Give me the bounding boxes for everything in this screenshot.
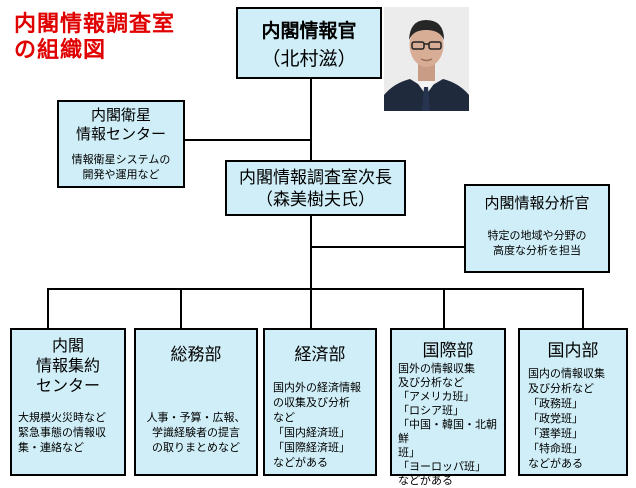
department-desc-line: 班」 bbox=[398, 446, 420, 459]
department-desc-line: 「選挙班」 bbox=[528, 427, 583, 440]
connector-horizontal-bus bbox=[47, 288, 584, 290]
connector-satellite-branch bbox=[185, 139, 311, 141]
department-desc-line: 「政務班」 bbox=[528, 397, 583, 410]
deputy-title: 内閣情報調査室次長 bbox=[239, 168, 392, 188]
connector-drop-4 bbox=[443, 288, 445, 328]
analyst-desc-line-2: 高度な分析を担当 bbox=[493, 244, 581, 257]
department-desc-line: などがある bbox=[273, 456, 328, 469]
department-box-cabinet-intelligence-center: 内閣 情報集約 センター 大規模火災時など 緊急事態の情報収 集・連絡など bbox=[10, 328, 126, 476]
department-desc-line: 及び分析など bbox=[398, 376, 464, 389]
satellite-title-line-2: 情報センター bbox=[75, 125, 166, 143]
satellite-title-line-1: 内閣衛星 bbox=[90, 106, 151, 124]
department-title-line: 経済部 bbox=[294, 345, 346, 365]
satellite-desc-line-1: 情報衛星システムの bbox=[71, 153, 171, 166]
department-desc-line: 「特命班」 bbox=[528, 442, 583, 455]
satellite-desc-line-2: 開発や運用など bbox=[82, 168, 160, 181]
department-desc-line: 国外の情報収集 bbox=[398, 362, 475, 375]
department-desc-line: 及び分析など bbox=[528, 382, 594, 395]
department-desc-line: 「政党班」 bbox=[528, 412, 583, 425]
department-box-domestic: 国内部 国内の情報収集 及び分析など 「政務班」 「政党班」 「選挙班」 「特命… bbox=[518, 328, 628, 476]
department-desc-line: 「ロシア班」 bbox=[398, 404, 464, 417]
department-title-line: 総務部 bbox=[170, 345, 222, 365]
department-desc-line: などがある bbox=[398, 474, 453, 487]
department-title-line: 情報集約 bbox=[35, 356, 100, 375]
department-desc-line: 「国際経済班」 bbox=[273, 441, 350, 454]
director-title: 内閣情報官 bbox=[261, 20, 357, 42]
connector-drop-1 bbox=[47, 288, 49, 328]
department-title-line: 国内部 bbox=[547, 341, 599, 361]
department-desc-line: 集・連絡など bbox=[18, 441, 84, 454]
deputy-name: （森美樹夫氏） bbox=[256, 190, 375, 210]
director-photo bbox=[384, 7, 469, 111]
department-desc-line: 大規模火災時など bbox=[18, 411, 106, 424]
department-box-general-affairs: 総務部 人事・予算・広報、 学識経験者の提言 の取りまとめなど bbox=[134, 328, 258, 476]
title-line-1: 内閣情報調査室 bbox=[14, 12, 176, 37]
department-desc-line: の収集及び分析 bbox=[273, 396, 350, 409]
satellite-center-box: 内閣衛星 情報センター 情報衛星システムの 開発や運用など bbox=[57, 100, 185, 188]
department-desc-line: 国内外の経済情報 bbox=[273, 381, 361, 394]
connector-drop-5 bbox=[582, 288, 584, 328]
department-desc-line: など bbox=[273, 411, 295, 424]
department-desc-line: 学識経験者の提言 bbox=[152, 426, 240, 439]
director-box: 内閣情報官 （北村滋） bbox=[236, 7, 382, 79]
department-desc-line: などがある bbox=[528, 457, 583, 470]
department-desc-line: 「国内経済班」 bbox=[273, 426, 350, 439]
deputy-box: 内閣情報調査室次長 （森美樹夫氏） bbox=[225, 160, 406, 216]
department-desc-line: の取りまとめなど bbox=[152, 441, 240, 454]
title-line-2: の組織図 bbox=[14, 38, 107, 63]
department-title-line: センター bbox=[35, 376, 100, 395]
connector-director-to-deputy bbox=[310, 78, 312, 163]
department-title-line: 国際部 bbox=[422, 341, 474, 361]
analyst-desc-line-1: 特定の地域や分野の bbox=[487, 229, 587, 242]
connector-drop-3 bbox=[310, 288, 312, 328]
department-title-line: 内閣 bbox=[51, 336, 84, 355]
department-desc-line: 緊急事態の情報収 bbox=[18, 426, 106, 439]
connector-analyst-branch bbox=[311, 246, 464, 248]
department-box-international: 国際部 国外の情報収集 及び分析など 「アメリカ班」 「ロシア班」 「中国・韓国… bbox=[390, 328, 506, 487]
department-desc-line: 国内の情報収集 bbox=[528, 367, 605, 380]
department-box-economic: 経済部 国内外の経済情報 の収集及び分析 など 「国内経済班」 「国際経済班」 … bbox=[263, 328, 377, 476]
department-desc-line: 人事・予算・広報、 bbox=[146, 411, 246, 424]
analyst-box: 内閣情報分析官 特定の地域や分野の 高度な分析を担当 bbox=[464, 184, 610, 273]
director-name: （北村滋） bbox=[261, 48, 357, 70]
diagram-title: 内閣情報調査室 の組織図 bbox=[14, 12, 175, 64]
department-desc-line: 「中国・韓国・北朝鮮 bbox=[398, 418, 497, 445]
connector-deputy-to-bus bbox=[310, 215, 312, 289]
department-desc-line: 「ヨーロッパ班」 bbox=[398, 460, 486, 473]
connector-drop-2 bbox=[180, 288, 182, 328]
analyst-title: 内閣情報分析官 bbox=[484, 194, 590, 212]
department-desc-line: 「アメリカ班」 bbox=[398, 390, 475, 403]
